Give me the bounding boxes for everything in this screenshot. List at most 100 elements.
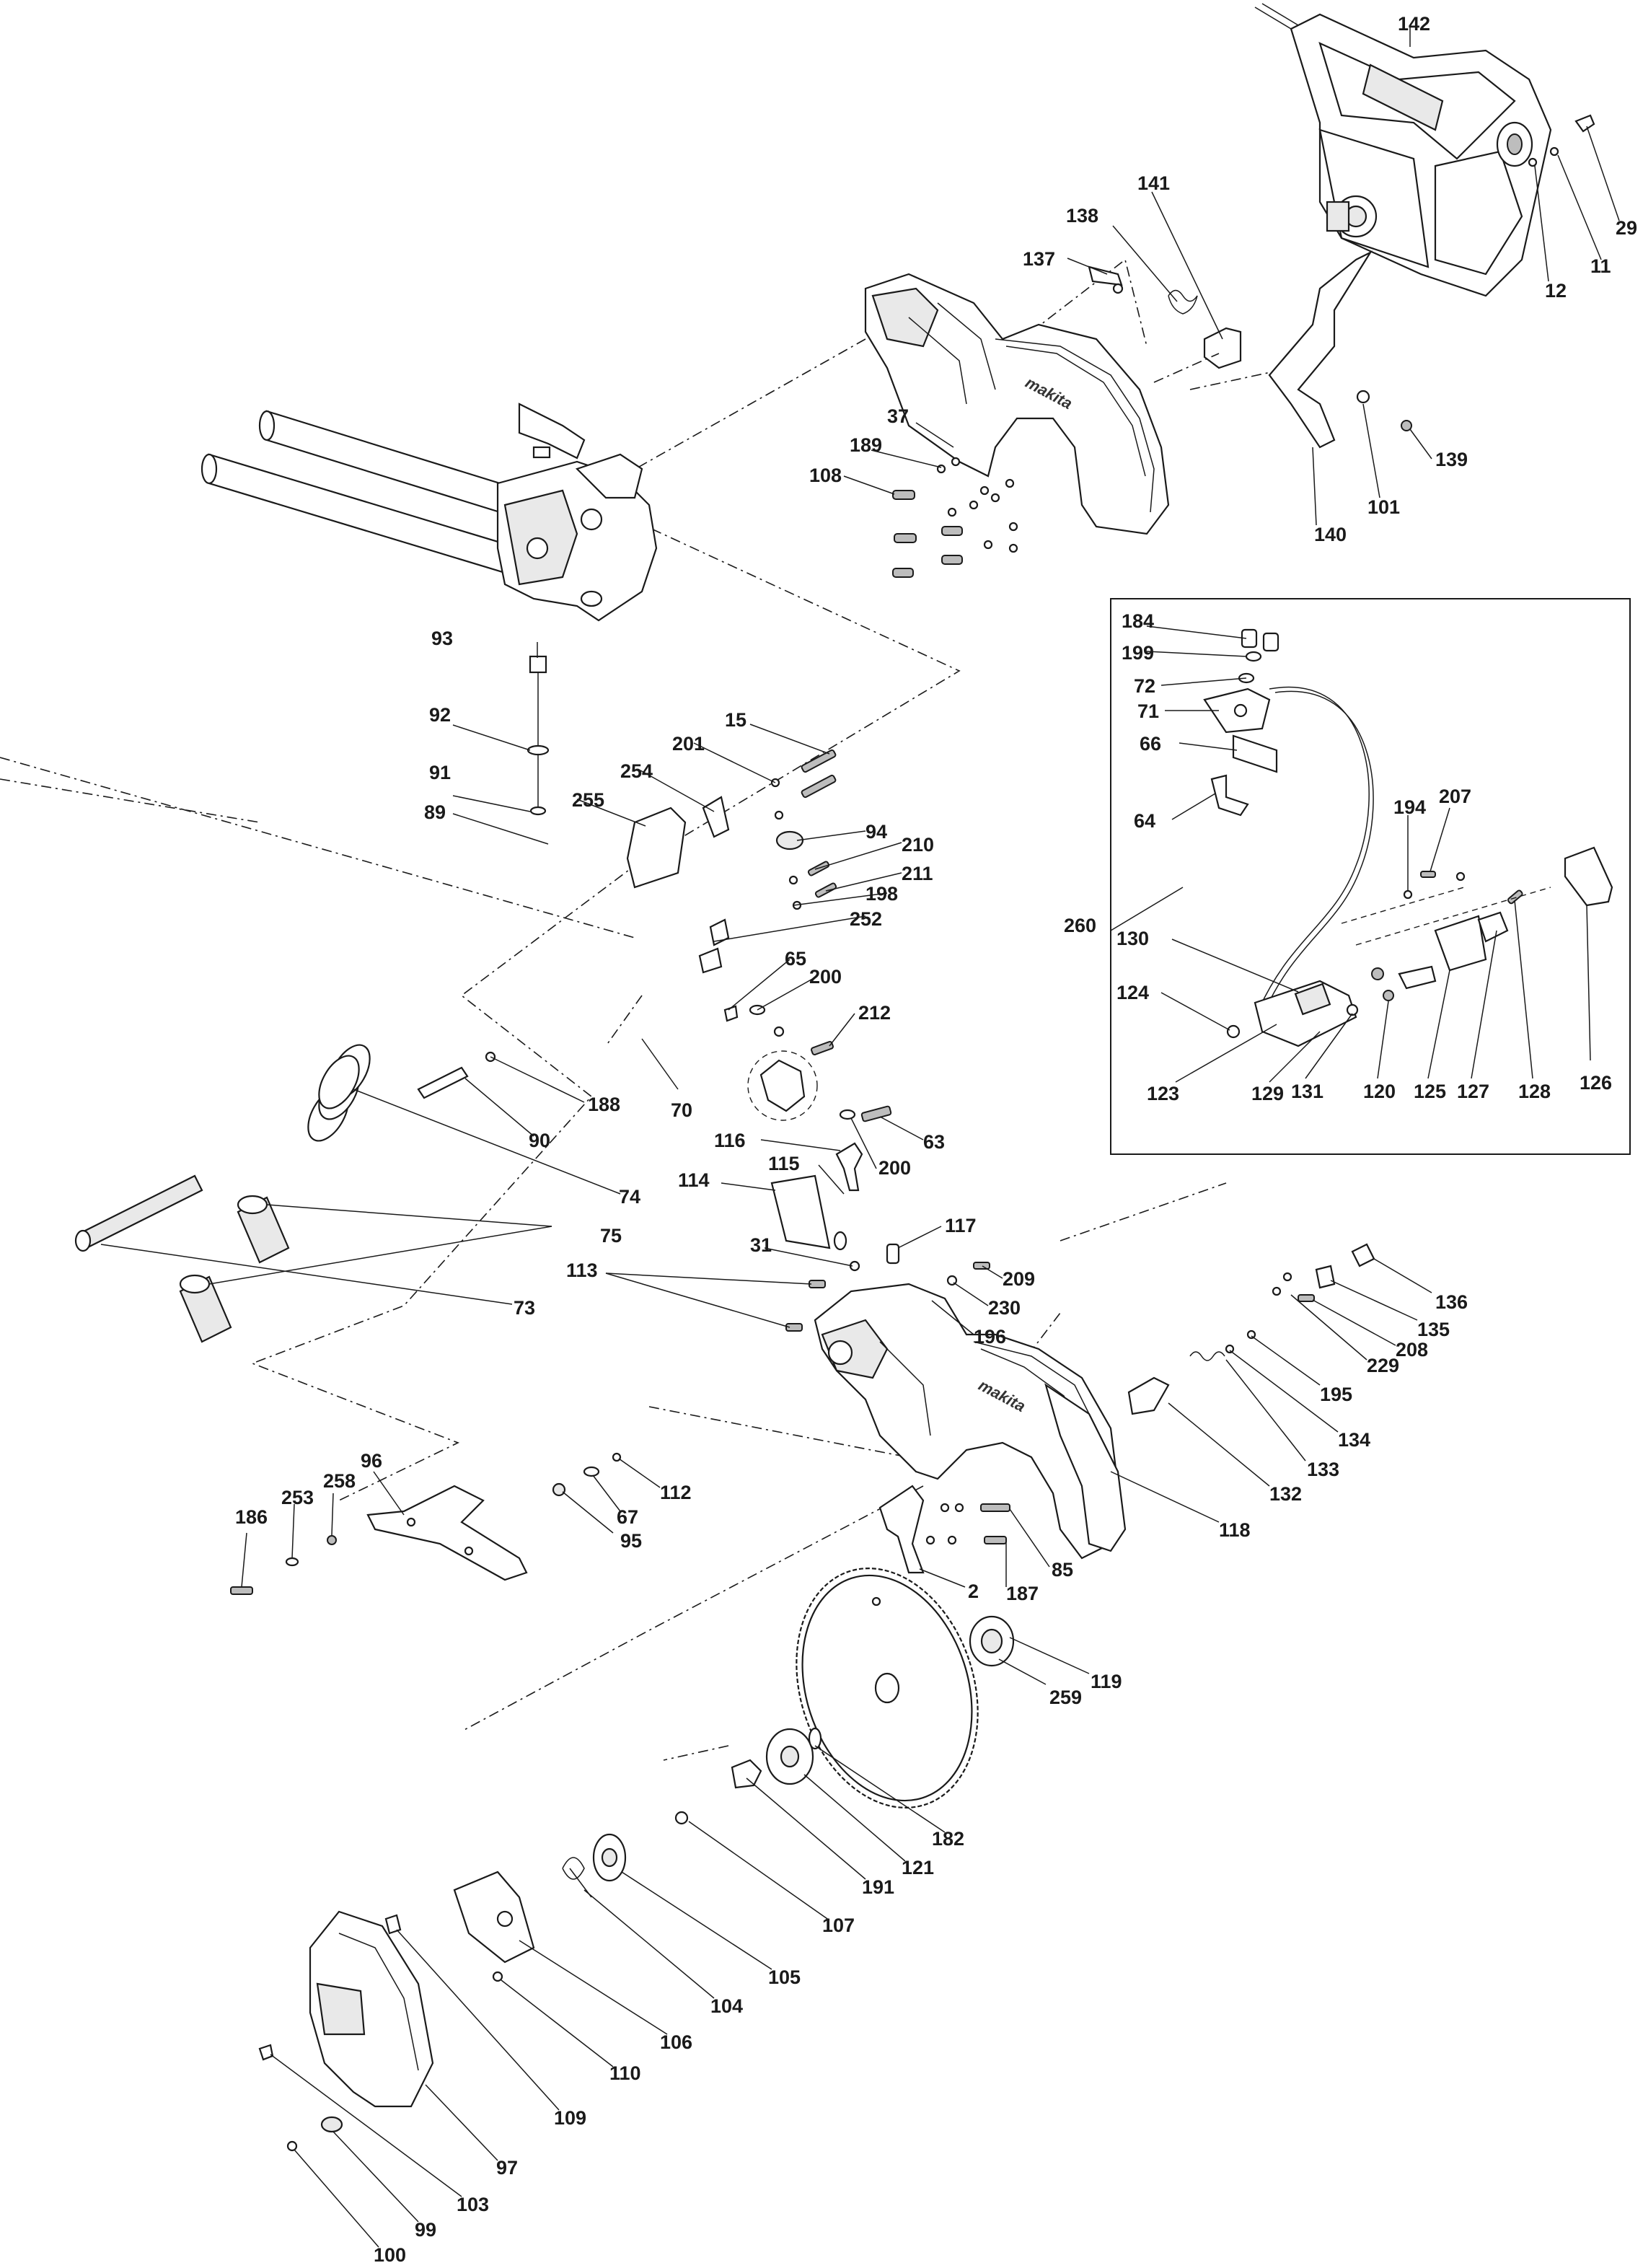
callout-188: 188	[588, 1094, 620, 1115]
callout-75: 75	[600, 1225, 622, 1247]
callout-132: 132	[1269, 1483, 1302, 1505]
callout-182: 182	[932, 1828, 964, 1850]
callout-138: 138	[1066, 205, 1098, 227]
callout-115: 115	[768, 1153, 800, 1174]
callout-135: 135	[1417, 1319, 1450, 1340]
callout-96: 96	[361, 1450, 382, 1472]
callout-208: 208	[1396, 1339, 1428, 1361]
callout-116: 116	[714, 1130, 746, 1151]
callout-253: 253	[281, 1487, 314, 1508]
callout-107: 107	[822, 1915, 855, 1936]
callout-131: 131	[1291, 1081, 1323, 1102]
callout-130: 130	[1116, 928, 1149, 949]
callout-94: 94	[865, 821, 887, 843]
callout-191: 191	[862, 1876, 894, 1898]
callout-259: 259	[1049, 1687, 1082, 1708]
callout-71: 71	[1137, 700, 1159, 722]
callout-124: 124	[1116, 982, 1149, 1003]
callout-136: 136	[1435, 1291, 1468, 1313]
callout-137: 137	[1023, 248, 1055, 270]
callout-252: 252	[850, 908, 882, 930]
callout-101: 101	[1367, 496, 1400, 518]
callout-90: 90	[529, 1130, 550, 1151]
middle-fasteners	[698, 749, 990, 1332]
callout-89: 89	[424, 801, 446, 823]
callout-31: 31	[750, 1234, 772, 1256]
callout-114: 114	[678, 1169, 710, 1191]
callout-29: 29	[1616, 217, 1637, 239]
callout-121: 121	[902, 1857, 934, 1878]
callout-106: 106	[660, 2031, 692, 2053]
callout-120: 120	[1363, 1081, 1396, 1102]
callout-255: 255	[572, 789, 604, 811]
callout-93: 93	[431, 628, 453, 649]
callout-125: 125	[1414, 1081, 1446, 1102]
callout-2: 2	[968, 1581, 979, 1602]
callout-103: 103	[457, 2194, 489, 2215]
callout-117: 117	[945, 1215, 977, 1236]
callout-72: 72	[1134, 675, 1155, 697]
callout-258: 258	[323, 1470, 356, 1492]
callout-187: 187	[1006, 1583, 1039, 1604]
callout-118: 118	[1219, 1519, 1251, 1541]
callout-139: 139	[1435, 449, 1468, 470]
callout-254: 254	[620, 760, 653, 782]
callout-105: 105	[768, 1966, 801, 1988]
callout-198: 198	[865, 883, 898, 905]
callout-91: 91	[429, 762, 451, 783]
slide-rail-assembly	[201, 403, 730, 889]
callout-196: 196	[974, 1326, 1006, 1348]
upper-arm-guard: makita	[864, 265, 1242, 578]
callout-74: 74	[619, 1186, 640, 1208]
callout-200-a: 200	[809, 966, 842, 988]
callout-67: 67	[617, 1506, 638, 1528]
lower-arm-guard: makita	[814, 1283, 1127, 1560]
callout-134: 134	[1338, 1429, 1370, 1451]
callout-230: 230	[988, 1297, 1021, 1319]
callout-201: 201	[672, 733, 705, 755]
sub-assembly-260-inset	[1110, 598, 1631, 1155]
callout-99: 99	[415, 2219, 436, 2241]
callout-100: 100	[374, 2244, 406, 2266]
callout-128: 128	[1518, 1081, 1551, 1102]
callout-212: 212	[858, 1002, 891, 1024]
leader-lines	[100, 25, 1620, 2248]
callout-109: 109	[554, 2107, 586, 2129]
callout-189: 189	[850, 434, 882, 456]
callout-229: 229	[1367, 1355, 1399, 1376]
callout-210: 210	[902, 834, 934, 856]
callout-113: 113	[566, 1260, 598, 1281]
left-lower-parts	[230, 1452, 622, 1595]
callout-194: 194	[1393, 796, 1426, 818]
callout-15: 15	[725, 709, 746, 731]
blade-and-flanges	[258, 1485, 1015, 2152]
callout-200-b: 200	[878, 1157, 911, 1179]
callout-184: 184	[1122, 610, 1154, 632]
callout-112: 112	[660, 1482, 692, 1503]
callout-207: 207	[1439, 786, 1471, 807]
callout-11: 11	[1590, 255, 1611, 277]
callout-119: 119	[1091, 1671, 1122, 1692]
callout-126: 126	[1580, 1072, 1612, 1094]
callout-12: 12	[1545, 280, 1567, 302]
callout-141: 141	[1137, 172, 1170, 194]
callout-63: 63	[923, 1131, 945, 1153]
callout-95: 95	[620, 1530, 642, 1552]
callout-73: 73	[514, 1297, 535, 1319]
motor-handle-assembly	[1254, 3, 1595, 449]
callout-211: 211	[902, 863, 933, 884]
callout-186: 186	[235, 1506, 268, 1528]
callout-140: 140	[1314, 524, 1347, 545]
callout-92: 92	[429, 704, 451, 726]
callout-260: 260	[1064, 915, 1096, 936]
callout-110: 110	[609, 2062, 641, 2084]
callout-199: 199	[1122, 642, 1154, 664]
pivot-shaft-parts	[74, 1044, 496, 1343]
callout-97: 97	[496, 2157, 518, 2179]
callout-133: 133	[1307, 1459, 1339, 1480]
callout-labels: 142 141 138 137 29 11 12 37 189 108 139 …	[235, 13, 1637, 2266]
callout-64: 64	[1134, 810, 1155, 832]
callout-70: 70	[671, 1099, 692, 1121]
callout-195: 195	[1320, 1384, 1352, 1405]
